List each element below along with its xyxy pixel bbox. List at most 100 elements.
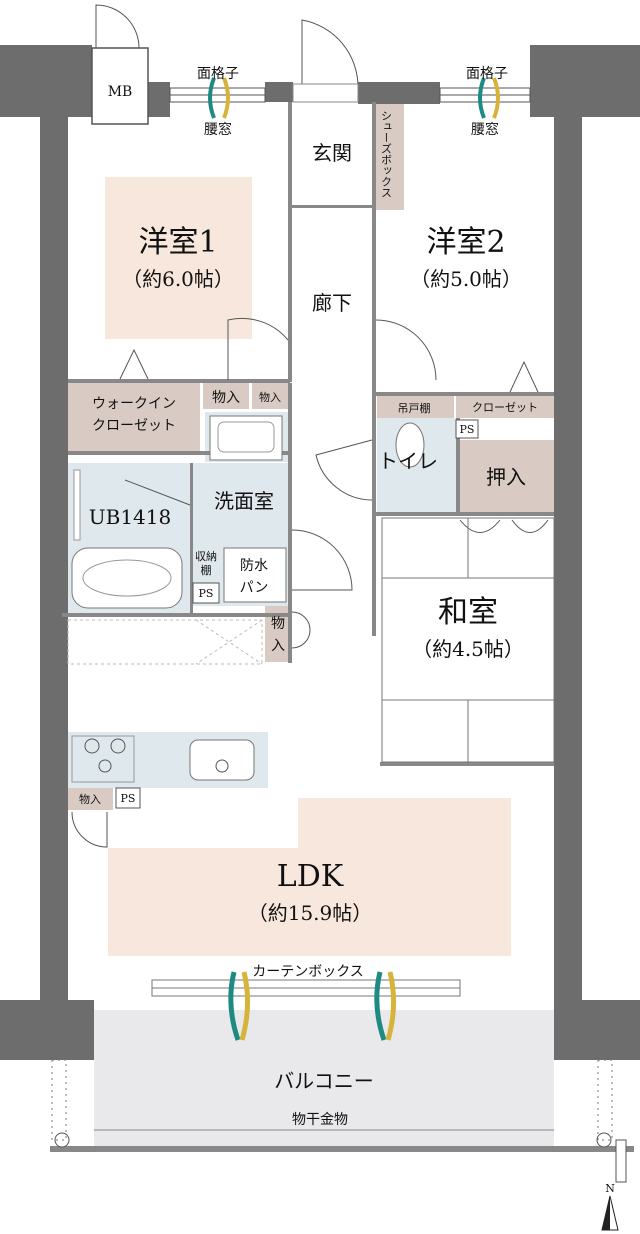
- washbasin-inner: [217, 421, 275, 453]
- ldk-fill-main: [108, 848, 511, 956]
- door-washroom: [291, 529, 353, 591]
- label-closet: クローゼット: [472, 401, 538, 414]
- wall-washitsu-bottom: [380, 762, 554, 766]
- wall-room2-left: [372, 102, 376, 392]
- label-toilet: トイレ: [378, 449, 438, 473]
- label-washroom: 洗面室: [214, 489, 274, 513]
- label-drying-rack: 物干金物: [292, 1112, 348, 1128]
- label-walkin-line2: クローゼット: [92, 418, 176, 434]
- ldk-fill-top: [298, 798, 511, 848]
- balcony-post: [615, 1139, 627, 1183]
- mb-box: [91, 47, 149, 125]
- wall-bottom-left: [0, 1000, 94, 1060]
- wall-entrance-bottom: [292, 205, 372, 208]
- label-corridor: 廊下: [312, 291, 352, 315]
- wall-room1-right: [288, 102, 292, 382]
- label-lattice-left: 面格子: [197, 66, 239, 82]
- window-room1: [169, 77, 266, 119]
- bath-shelf: [73, 469, 81, 541]
- entrance-threshold: [292, 83, 359, 103]
- door-toilet: [315, 439, 373, 501]
- label-entrance: 玄関: [312, 141, 352, 165]
- wall-room2-bottom: [372, 392, 554, 396]
- label-waist-window-right: 腰窓: [471, 121, 499, 138]
- wall-bottom-right: [554, 1000, 640, 1060]
- ps-box-1: [455, 419, 479, 439]
- label-lattice-right: 面格子: [466, 66, 508, 82]
- label-waterproof-line2: パン: [240, 580, 269, 596]
- bath-door: [124, 479, 191, 506]
- label-ps-2: PS: [199, 587, 214, 600]
- wall-top-mid-2: [358, 82, 440, 104]
- label-storage-a: 物入: [212, 390, 240, 406]
- label-waist-window-left: 腰窓: [204, 121, 232, 138]
- wall-service-bottom: [62, 613, 290, 617]
- sink-drain: [215, 759, 229, 773]
- wall-bath-right: [190, 463, 193, 613]
- wall-toilet-bottom: [376, 512, 554, 516]
- stove: [71, 735, 135, 783]
- label-walkin-line1: ウォークイン: [92, 396, 176, 412]
- door-oshiire: [459, 519, 549, 533]
- entrance-door: [301, 19, 359, 89]
- label-curtain-box: カーテンボックス: [252, 964, 364, 980]
- label-hanging-shelf: 吊戸棚: [398, 401, 431, 415]
- storage-a-fill: [203, 383, 249, 409]
- label-room1-size: （約6.0帖）: [122, 267, 234, 291]
- label-ldk-name: LDK: [277, 859, 344, 894]
- balcony-rail-right: [597, 1059, 613, 1141]
- storage-kitchen-fill: [68, 786, 113, 810]
- label-balcony: バルコニー: [274, 1069, 374, 1093]
- label-waterproof-line1: 防水: [240, 558, 268, 574]
- wall-walkin-bottom: [68, 451, 288, 455]
- label-unit-bath: UB1418: [89, 505, 171, 529]
- shoebox-fill: [374, 104, 404, 210]
- bathtub-inner: [82, 559, 172, 597]
- label-mb: MB: [108, 84, 133, 100]
- label-room1-name: 洋室1: [138, 225, 217, 260]
- window-room2: [439, 77, 531, 119]
- label-storage-c-line1: 物: [271, 616, 285, 632]
- wall-left: [40, 100, 68, 1010]
- wall-washitsu-left: [372, 392, 376, 636]
- door-room1: [227, 317, 289, 380]
- label-shoe-box: シューズボックス: [380, 110, 393, 198]
- waterproof-pan: [223, 547, 287, 603]
- door-room2: [375, 319, 437, 381]
- label-north: N: [605, 1182, 615, 1195]
- wall-top-right: [530, 45, 640, 117]
- toilet-bowl: [395, 422, 425, 468]
- label-shelf-line2: 棚: [201, 563, 212, 577]
- window-ldk: [151, 971, 461, 1041]
- wall-top-mid: [265, 82, 293, 102]
- tatami-grid: [381, 517, 555, 763]
- north-arrow: [601, 1195, 619, 1231]
- ps-box-2: [192, 582, 220, 604]
- label-storage-kitchen: 物入: [79, 792, 101, 806]
- hatched-storage: [67, 619, 263, 665]
- door-room1-closet: [119, 348, 149, 380]
- door-room2-closet: [509, 360, 539, 393]
- label-ps-1: PS: [460, 423, 475, 436]
- door-kitchen: [71, 811, 108, 848]
- label-room2-name: 洋室2: [426, 225, 505, 260]
- wall-top-left-2: [148, 82, 170, 117]
- door-storage-c: [291, 611, 311, 649]
- walkin-fill: [68, 383, 200, 451]
- washbasin: [209, 415, 283, 461]
- label-storage-b: 物入: [259, 390, 281, 404]
- wall-right: [554, 100, 582, 1010]
- label-room2-size: （約5.0帖）: [410, 267, 522, 291]
- wall-oshiire-left: [456, 418, 460, 513]
- mb-door: [95, 4, 140, 49]
- wall-room1-bottom: [68, 379, 290, 383]
- label-oshiire: 押入: [486, 465, 526, 489]
- wall-balcony-bottom: [50, 1146, 634, 1152]
- bathtub: [71, 547, 183, 609]
- label-shelf-line1: 収納: [195, 550, 217, 563]
- room1-fill: [105, 177, 252, 339]
- storage-b-fill: [252, 383, 288, 409]
- hanging-shelf-fill: [377, 396, 454, 418]
